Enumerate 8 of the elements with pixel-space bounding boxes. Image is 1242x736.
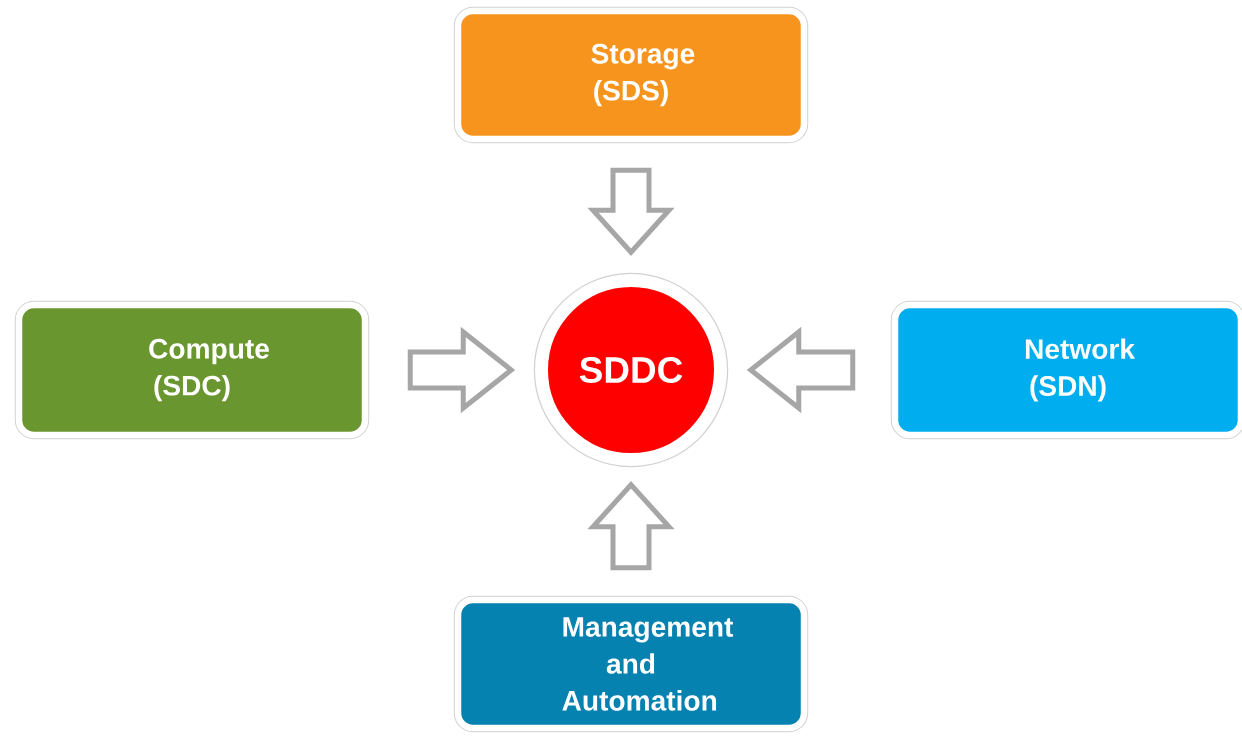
block-arrow <box>587 167 675 256</box>
block-arrow <box>587 481 675 571</box>
process-box: Compute (SDC) <box>14 300 370 440</box>
process-box: Storage (SDS) <box>453 6 809 144</box>
block-arrow <box>746 326 856 414</box>
process-box: Management and Automation <box>453 595 809 733</box>
block-arrow <box>407 326 516 414</box>
process-box: Network (SDN) <box>890 300 1242 440</box>
